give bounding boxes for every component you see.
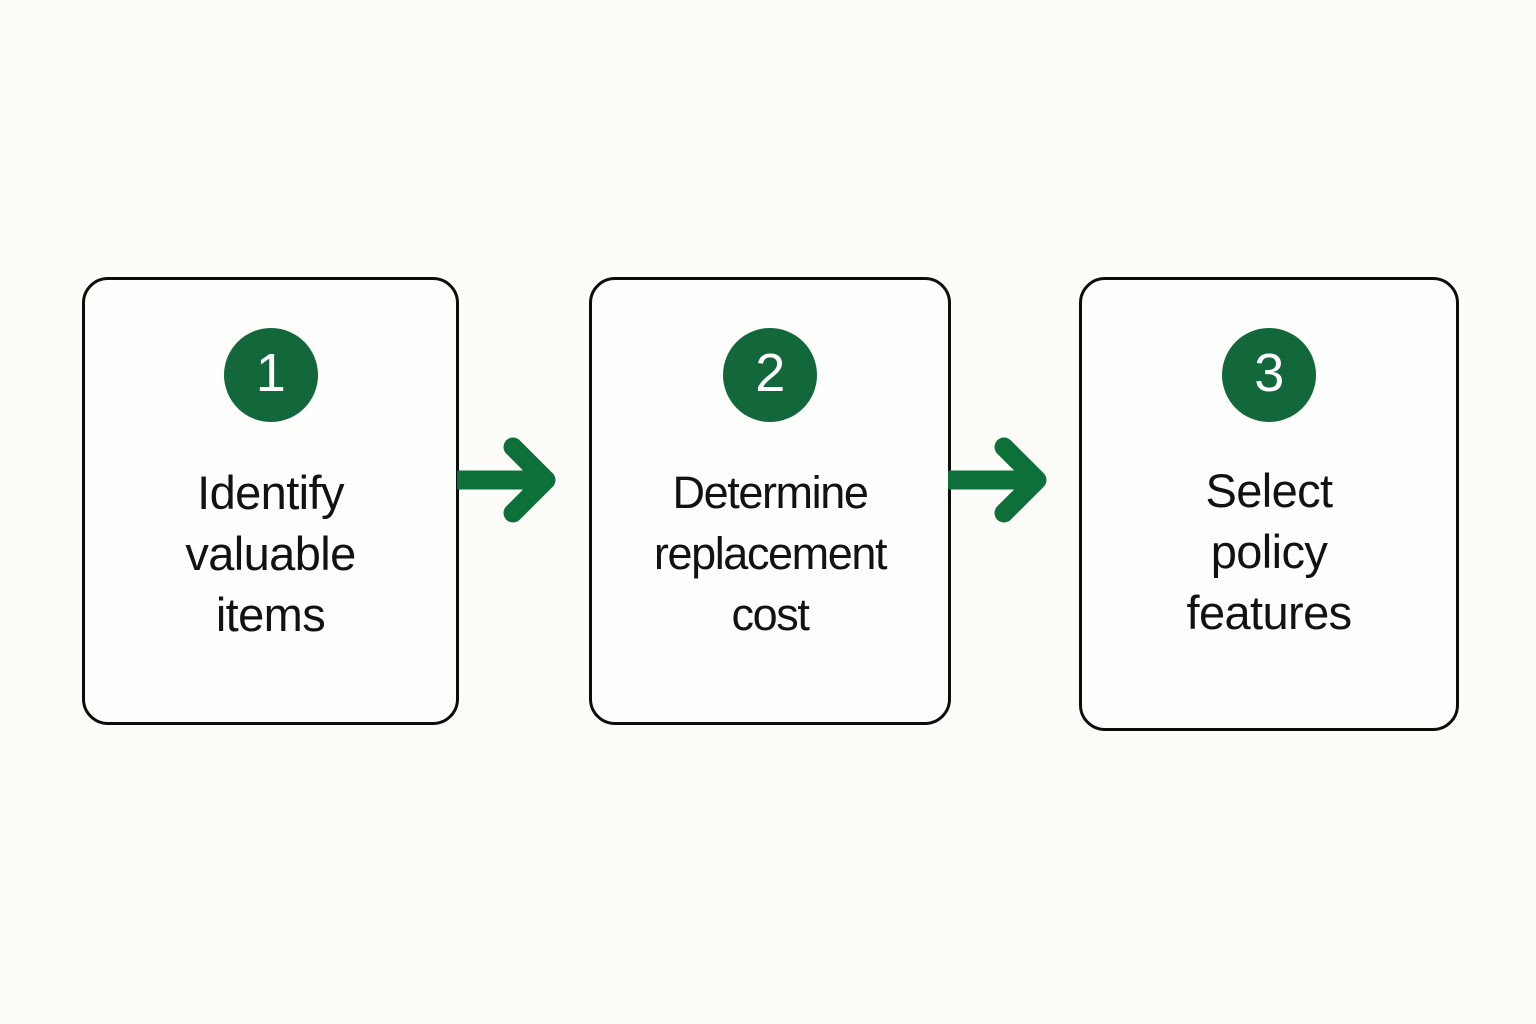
step-label-2: Determine replacement cost (653, 467, 888, 640)
flow-row: 1 Identify valuable items 2 Determine re… (0, 277, 1536, 732)
step-card-3[interactable]: 3 Select policy features (1079, 277, 1459, 731)
step-card-1[interactable]: 1 Identify valuable items (82, 277, 459, 725)
step-number-label: 1 (255, 343, 286, 403)
step-card-2[interactable]: 2 Determine replacement cost (589, 277, 951, 725)
arrow-right-icon-1 (457, 432, 557, 528)
arrow-right-icon (457, 437, 556, 523)
arrow-right-icon (948, 437, 1047, 523)
step-number-label: 3 (1254, 343, 1284, 403)
step-number-label: 2 (755, 343, 785, 403)
step-badge-1: 1 (223, 328, 318, 422)
arrow-right-icon-2 (948, 432, 1048, 528)
step-label-3: Select policy features (1186, 464, 1352, 639)
step-badge-3: 3 (1222, 328, 1316, 422)
step-badge-2: 2 (723, 328, 817, 422)
step-label-1: Identify valuable items (185, 466, 356, 641)
